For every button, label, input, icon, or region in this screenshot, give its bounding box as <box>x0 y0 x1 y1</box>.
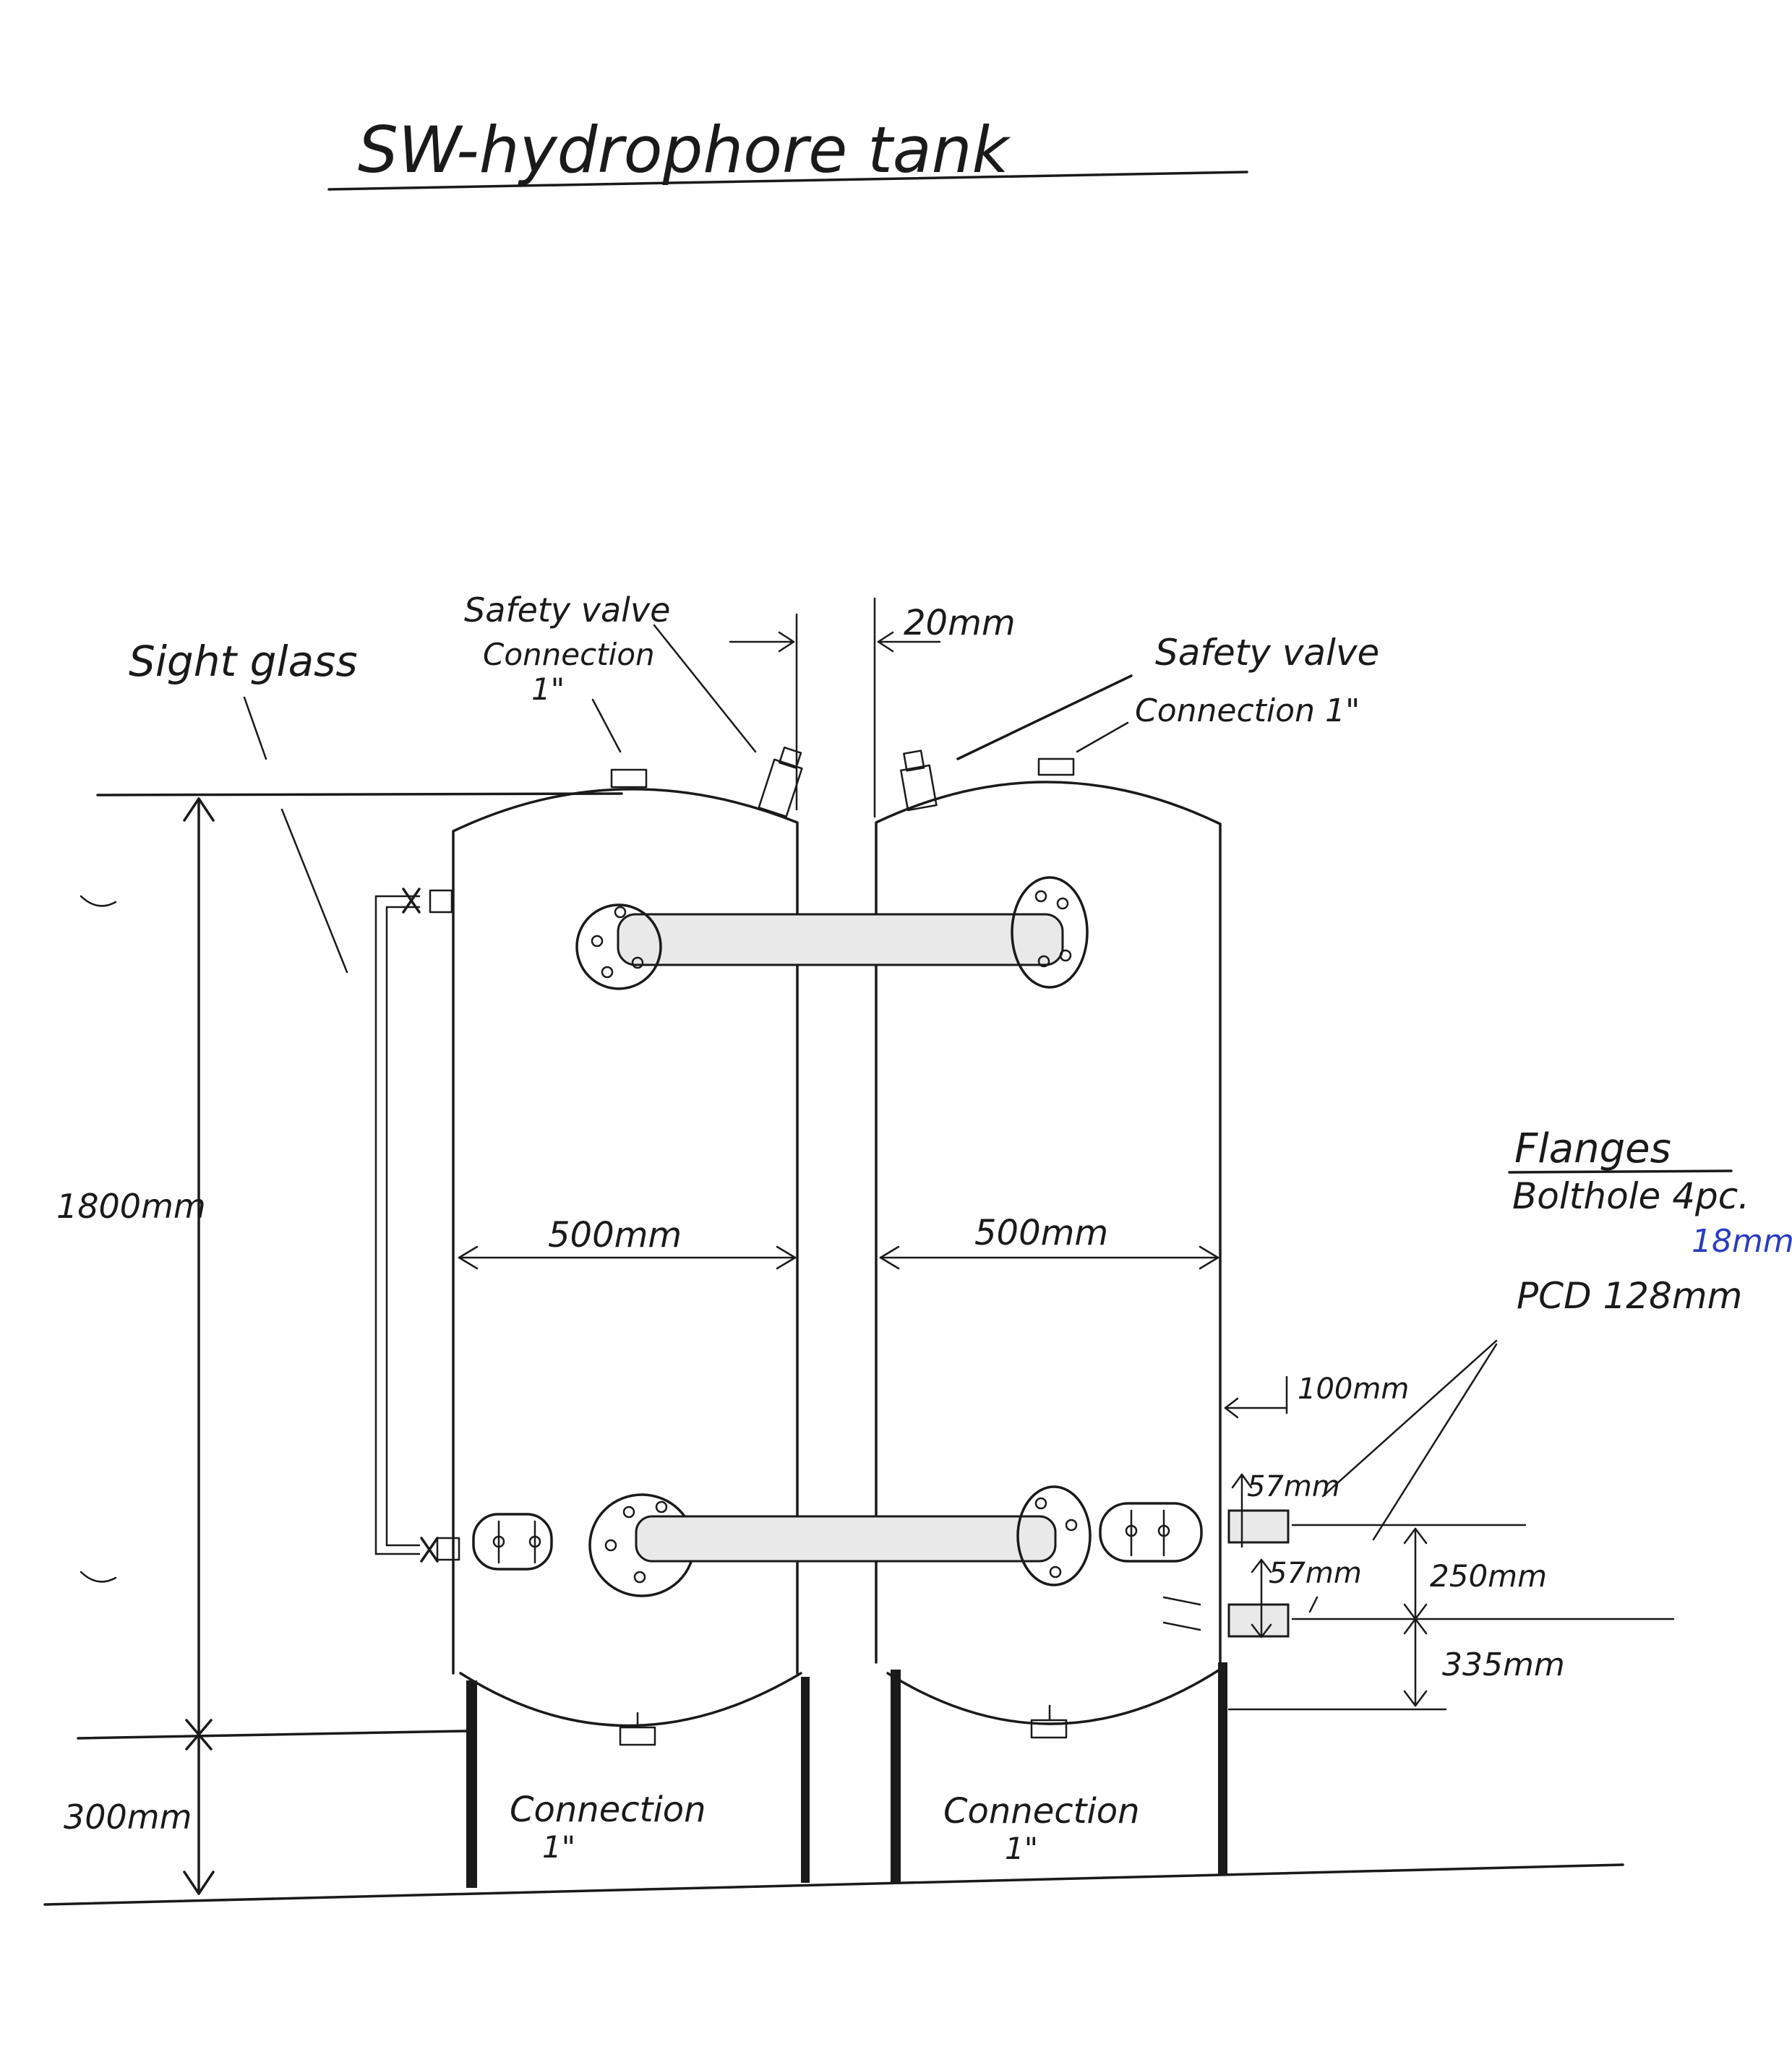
lower-nozzle-tick <box>1308 1596 1319 1613</box>
nozzle-height-text: 335mm <box>1442 1646 1565 1683</box>
left-tank-leg-left <box>466 1680 477 1888</box>
left-safety-valve-connection-label: Connection <box>483 637 655 672</box>
right-tank-shell <box>875 781 1222 1664</box>
upper-left-flange <box>575 903 662 990</box>
lower-left-blind-flange <box>472 1513 553 1571</box>
right-tank-leg-right <box>1218 1662 1227 1876</box>
sight-glass-tube <box>374 895 421 1555</box>
top-reference-line <box>96 792 623 796</box>
bolthole-size-label: 18mm <box>1692 1223 1792 1260</box>
right-tank <box>875 750 1290 1883</box>
right-safety-valve-nozzle <box>900 750 938 812</box>
lower-side-nozzle <box>1227 1603 1290 1638</box>
bolthole-label: Bolthole 4pc. <box>1512 1175 1749 1217</box>
upper-pipe-body <box>617 913 1064 966</box>
height-dimension-arrows <box>183 797 215 1895</box>
left-tank-leg-right <box>801 1677 810 1883</box>
left-tank <box>452 746 810 1888</box>
right-safety-valve-connection-label: Connection 1" <box>1135 692 1360 729</box>
floor-line <box>43 1863 1624 1906</box>
flange-leaders <box>1321 1339 1498 1541</box>
leg-height-dimension-text: 300mm <box>64 1798 192 1837</box>
binder-hole-mark-upper <box>80 895 117 907</box>
gap-dimension-text: 20mm <box>904 603 1016 643</box>
nozzle-length-dimension <box>1224 1375 1288 1414</box>
lower-nozzle-diameter-dimension <box>1251 1558 1272 1639</box>
right-bottom-connection-size-label: 1" <box>1005 1831 1038 1866</box>
title-underline <box>327 171 1248 191</box>
right-width-dimension-text: 500mm <box>974 1213 1108 1253</box>
lower-connecting-pipe <box>472 1485 1203 1597</box>
lower-nozzle-diameter-text: 57mm <box>1269 1557 1362 1590</box>
height-dimension-tick <box>185 1719 213 1751</box>
nozzle-length-dimension-text: 100mm <box>1298 1373 1409 1406</box>
upper-right-flange <box>1011 876 1089 989</box>
lower-right-flange <box>1016 1485 1092 1586</box>
right-tank-bottom-head <box>886 1665 1227 1725</box>
sight-glass-leader <box>243 696 348 974</box>
lower-right-blind-flange <box>1099 1502 1203 1563</box>
left-top-connection-nozzle <box>610 768 648 789</box>
left-tank-bottom-head <box>459 1672 802 1727</box>
sight-glass-upper-valve-icon <box>402 888 421 914</box>
flanges-title-underline <box>1508 1169 1733 1174</box>
right-bottom-connection-label: Connection <box>943 1791 1140 1831</box>
left-safety-valve-nozzle <box>758 746 803 817</box>
left-safety-valve-leader <box>653 624 757 753</box>
sight-glass-assembly <box>374 888 460 1563</box>
flanges-title: Flanges <box>1514 1125 1671 1172</box>
right-top-connection-nozzle <box>1037 757 1075 776</box>
right-safety-valve-label: Safety valve <box>1155 632 1379 674</box>
sight-glass-lower-valve-icon <box>420 1537 439 1563</box>
lower-pipe-body <box>635 1515 1057 1563</box>
right-safety-valve-leader <box>956 674 1133 760</box>
page-title: SW-hydrophore tank <box>358 113 1011 187</box>
left-bottom-connection-nozzle <box>619 1726 656 1746</box>
upper-side-nozzle <box>1227 1509 1290 1544</box>
bottom-reference-line <box>77 1730 468 1740</box>
height-dimension-text: 1800mm <box>56 1187 206 1226</box>
binder-hole-mark-lower <box>80 1571 117 1583</box>
left-tank-shell <box>452 788 799 1675</box>
upper-nozzle-diameter-text: 57mm <box>1247 1470 1340 1503</box>
left-safety-valve-label: Safety valve <box>464 591 670 630</box>
right-tank-leg-left <box>891 1670 901 1883</box>
right-top-connection-leader <box>1076 721 1129 753</box>
sight-glass-label: Sight glass <box>129 637 358 686</box>
left-safety-valve-size-label: 1" <box>531 671 565 707</box>
upper-connecting-pipe <box>575 876 1089 990</box>
left-top-connection-leader <box>591 698 622 753</box>
left-width-dimension-text: 500mm <box>548 1215 682 1255</box>
left-bottom-connection-label: Connection <box>510 1790 706 1830</box>
upper-nozzle-diameter-dimension <box>1231 1473 1253 1548</box>
pcd-label: PCD 128mm <box>1517 1275 1742 1317</box>
left-bottom-connection-size-label: 1" <box>542 1829 575 1865</box>
nozzle-spacing-text: 250mm <box>1430 1558 1547 1594</box>
dashed-nozzle-hint <box>1162 1596 1201 1631</box>
